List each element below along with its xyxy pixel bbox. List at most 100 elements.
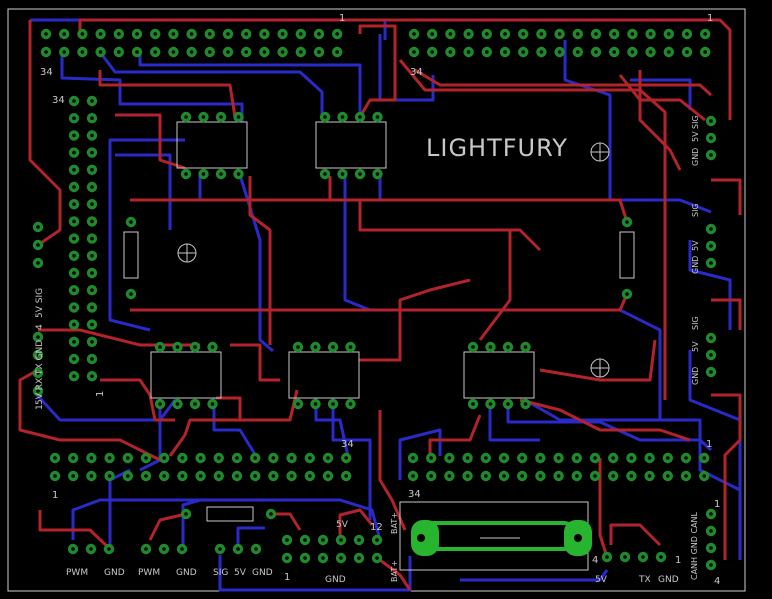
lbl-bat-plus-bottom: BAT+ xyxy=(390,560,399,582)
right-conn-1-pad xyxy=(705,149,717,161)
lbl-5v: 5V xyxy=(234,568,247,578)
header-left-pad xyxy=(86,199,98,210)
header-bottom-left-pad xyxy=(286,452,297,464)
ic-outline-5 xyxy=(463,351,535,399)
top-trace-12 xyxy=(478,230,512,341)
header-left-pad xyxy=(86,353,98,365)
bottom-trace-6 xyxy=(198,175,382,202)
header-bottom-right-pad xyxy=(608,452,619,464)
conn-uart-pad xyxy=(655,551,667,563)
header-bottom-left-pad xyxy=(322,470,334,482)
header-bottom-right-pad xyxy=(644,452,655,464)
power-gnd: GND xyxy=(325,575,346,585)
header-top-left-pad xyxy=(113,28,125,40)
hdr-bottom-right-pin-34: 34 xyxy=(408,489,421,500)
header-bottom-right-pad xyxy=(535,452,546,464)
header-top-left-pad xyxy=(295,46,306,58)
ic-4 xyxy=(345,341,356,353)
header-bottom-right-pad xyxy=(571,470,582,482)
uart-tx: TX xyxy=(638,575,651,585)
conn-pwm2-pad xyxy=(158,543,170,555)
header-top-right-pad xyxy=(681,46,693,58)
header-bottom-left-pad xyxy=(268,470,279,482)
header-top-left-pad xyxy=(259,46,270,58)
right-conn-3-pad xyxy=(705,332,717,344)
header-top-right-pad xyxy=(536,28,547,40)
top-trace-10 xyxy=(248,176,272,345)
header-bottom-right-pad xyxy=(553,452,564,464)
right-conn-can-pad xyxy=(705,559,717,571)
conn-pwm1-pad xyxy=(67,543,79,555)
top-trace-29 xyxy=(38,510,112,551)
header-top-right-pad xyxy=(572,46,583,58)
header-top-left-pad xyxy=(150,46,161,58)
conn-power-pad xyxy=(371,534,383,546)
hdr-bottom-left-pin-34: 34 xyxy=(341,439,354,450)
bottom-trace-1 xyxy=(60,52,244,122)
header-bottom-left-pad xyxy=(195,470,206,482)
conn-pwm1-pad xyxy=(85,543,97,555)
ic-1 xyxy=(233,111,244,123)
header-left-pad xyxy=(86,181,98,193)
top-trace-14 xyxy=(38,328,200,347)
ic-3 xyxy=(189,341,201,353)
header-left-pad xyxy=(68,216,80,227)
left-conn-top-pad xyxy=(32,239,44,251)
ic-4 xyxy=(292,398,304,410)
hdr-bottom-left-pin-1: 1 xyxy=(52,490,58,501)
header-bottom-left-pad xyxy=(122,452,133,464)
header-bottom-left-pad xyxy=(104,470,115,482)
ic-3 xyxy=(154,341,166,353)
component-outlines xyxy=(123,121,635,571)
right-conn3-5v: 5V xyxy=(691,341,700,352)
header-top-right-pad xyxy=(663,28,674,40)
header-top-right-pad xyxy=(445,28,456,40)
header-bottom-right-pad xyxy=(426,470,437,482)
header-bottom-left-pad xyxy=(68,452,79,464)
header-top-left-pad xyxy=(204,28,215,40)
ic-outline-4 xyxy=(288,351,360,399)
ic-outline-3 xyxy=(150,351,222,399)
top-trace-7 xyxy=(618,74,706,122)
header-top-right-pad xyxy=(463,46,474,58)
header-top-right-pad xyxy=(609,28,620,40)
header-left-pad xyxy=(68,302,80,313)
header-top-right-pad xyxy=(408,46,420,58)
header-bottom-left-pad xyxy=(268,452,279,464)
header-top-left-pad xyxy=(58,28,70,40)
header-bottom-left-pad xyxy=(86,452,97,464)
top-trace-22 xyxy=(539,339,657,382)
pads-layer xyxy=(32,28,717,571)
header-bottom-right-pad xyxy=(589,470,601,482)
header-top-right-pad xyxy=(518,46,529,58)
ic-3 xyxy=(172,398,183,410)
header-bottom-left-pad xyxy=(49,452,61,464)
header-top-right-pad xyxy=(481,46,492,58)
hdr-top-left-pin-34: 34 xyxy=(40,67,53,78)
header-bottom-right-pad xyxy=(608,470,619,482)
ic-4 xyxy=(327,398,339,410)
bottom-trace-10 xyxy=(115,153,172,230)
header-bottom-left-pad xyxy=(341,470,352,482)
conn-power-pad xyxy=(353,552,365,564)
header-top-left-pad xyxy=(313,46,325,58)
conn-sig-pad xyxy=(250,543,262,555)
header-bottom-left-pad xyxy=(213,470,224,482)
top-trace-27 xyxy=(711,298,742,330)
fuse xyxy=(411,520,592,556)
conn-pwm2-pad xyxy=(176,543,188,555)
header-top-right-pad xyxy=(554,46,565,58)
right-conn-can-pad xyxy=(705,542,717,554)
header-top-right-pad xyxy=(427,46,438,58)
header-top-left-pad xyxy=(186,46,197,58)
header-left-pad xyxy=(68,336,80,347)
ic-outline-1 xyxy=(176,121,248,169)
header-left-pad xyxy=(68,250,80,261)
header-bottom-left-pad xyxy=(68,470,79,482)
bottom-trace-28 xyxy=(218,555,412,592)
header-top-left-pad xyxy=(40,28,52,40)
conn-power-pad xyxy=(281,552,293,564)
header-bottom-right-pad xyxy=(498,470,510,482)
top-layer-traces xyxy=(18,18,742,591)
header-bottom-right-pad xyxy=(626,470,637,482)
